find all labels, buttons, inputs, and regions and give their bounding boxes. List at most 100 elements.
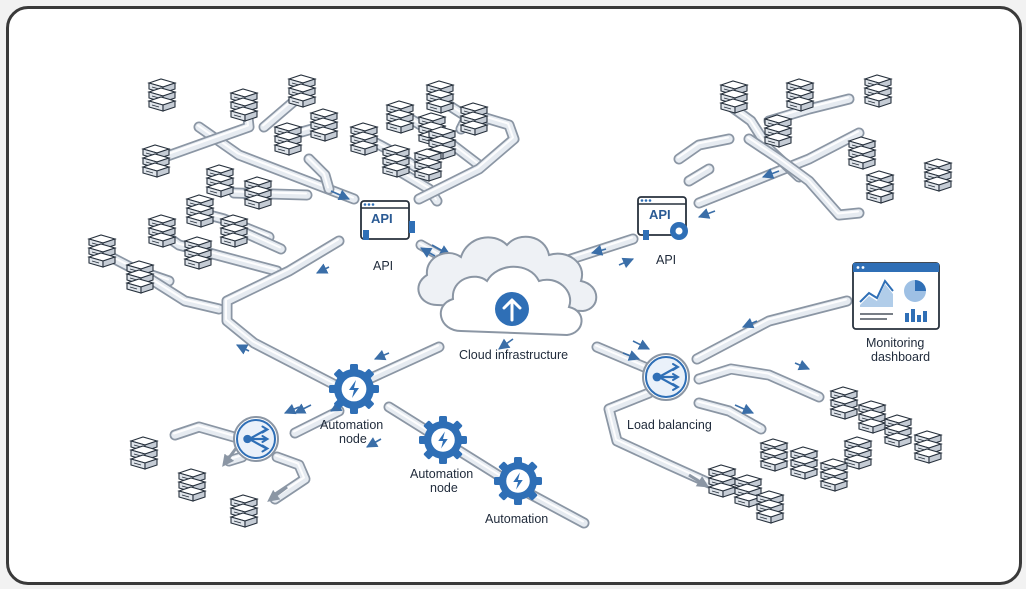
pipe-highlight: [293, 408, 339, 433]
server-unit-slot: [353, 148, 362, 152]
pipe-body: [685, 165, 713, 185]
server-stack-icon: [763, 114, 793, 148]
automation-node-3[interactable]: Automation: [485, 457, 548, 526]
server-stack-icon: [425, 80, 455, 114]
server-stack-icon: [829, 386, 859, 420]
server-unit-slot: [313, 134, 322, 138]
automation-node-1-label-line2: node: [339, 432, 367, 446]
flow-arrow-14: [741, 317, 758, 329]
server-stack-icon: [413, 148, 443, 182]
server-stack-icon: [819, 458, 849, 492]
pipe-highlight: [747, 136, 859, 215]
server-unit-side: [442, 148, 456, 160]
server-unit-side: [734, 102, 748, 114]
server-unit-side: [200, 216, 214, 228]
server-stack-icon: [205, 164, 235, 198]
server-unit-slot: [429, 106, 438, 110]
server-stack-icon: [843, 436, 873, 470]
infrastructure-diagram: Cloud infrastructure API API: [87, 74, 953, 529]
pipe-body: [693, 297, 851, 363]
pipe-12: [221, 235, 345, 393]
server-stack-icon: [229, 88, 259, 122]
server-unit-side: [192, 490, 206, 502]
server-stack-icon: [719, 80, 749, 114]
pipe-body: [605, 389, 713, 487]
server-unit-slot: [389, 126, 398, 130]
server-stack-icon: [243, 176, 273, 210]
server-unit-side: [858, 458, 872, 470]
server-unit-slot: [463, 128, 472, 132]
server-stack-icon: [759, 438, 789, 472]
server-unit-slot: [291, 100, 300, 104]
server-unit-side: [302, 96, 316, 108]
pipe-highlight: [142, 272, 219, 309]
flow-arrow-3: [420, 247, 436, 258]
server-unit-side: [198, 258, 212, 270]
servers-layer: [87, 74, 953, 528]
lb-hub: [652, 372, 662, 382]
automation-node-2[interactable]: Automation node: [410, 416, 473, 495]
lb-branch-arrow: [672, 363, 680, 371]
server-unit-slot: [861, 426, 870, 430]
server-unit-side: [804, 468, 818, 480]
flow-arrow-9: [590, 244, 607, 256]
pipe-19: [559, 233, 639, 267]
server-unit-side: [928, 452, 942, 464]
flow-arrow-big-1: [222, 446, 239, 467]
cloud-label: Cloud infrastructure: [459, 348, 568, 362]
server-unit-side: [440, 102, 454, 114]
server-unit-slot: [823, 484, 832, 488]
server-unit-slot: [233, 114, 242, 118]
pipe-20: [363, 341, 445, 385]
server-unit-side: [898, 436, 912, 448]
pipe-highlight: [307, 156, 329, 189]
flow-arrow-6: [373, 349, 390, 361]
flow-arrow-12: [697, 208, 716, 219]
automation-3-label: Automation: [485, 512, 548, 526]
server-unit-side: [938, 180, 952, 192]
api-gear-icon: [637, 196, 688, 240]
monitoring-label-line1: Monitoring: [866, 336, 924, 350]
server-stack-icon: [385, 100, 415, 134]
pipe-highlight: [607, 390, 709, 483]
server-unit-slot: [209, 190, 218, 194]
load-balancer-left[interactable]: [233, 416, 279, 462]
server-stack-icon: [129, 436, 159, 470]
server-stack-icon: [147, 214, 177, 248]
server-unit-side: [144, 458, 158, 470]
flow-arrow-13: [761, 168, 780, 179]
flow-arrow-5: [235, 344, 250, 355]
api-right-node[interactable]: API API: [637, 196, 688, 267]
monitoring-dashboard-node[interactable]: Monitoring dashboard: [852, 262, 940, 364]
lb-branch-arrow: [672, 373, 680, 381]
pipe-29: [691, 295, 853, 365]
pipe-body: [415, 109, 518, 203]
server-unit-slot: [187, 262, 196, 266]
server-unit-slot: [233, 520, 242, 524]
flow-arrow-4: [315, 263, 330, 274]
server-stack-icon: [857, 400, 887, 434]
load-balancing-label: Load balancing: [627, 418, 712, 432]
server-stack-icon: [183, 236, 213, 270]
lb-branch-arrow: [261, 444, 270, 453]
pipe-28: [683, 163, 715, 187]
lightning-bolt: [513, 472, 523, 490]
automation-node-1[interactable]: Automation node: [320, 364, 383, 446]
api-left-node[interactable]: API API: [360, 200, 415, 273]
pipe-highlight: [687, 166, 709, 181]
pipe-23: [673, 133, 735, 165]
server-unit-side: [428, 170, 442, 182]
flow-arrow-17: [283, 403, 300, 415]
server-stack-icon: [185, 194, 215, 228]
cloud-infrastructure-node[interactable]: Cloud infrastructure: [417, 235, 598, 362]
server-unit-side: [778, 136, 792, 148]
server-unit-side: [474, 124, 488, 136]
server-unit-slot: [759, 516, 768, 520]
pipe-11: [138, 269, 225, 315]
load-balancer-right[interactable]: Load balancing: [627, 353, 712, 432]
server-unit-slot: [917, 456, 926, 460]
server-unit-slot: [151, 104, 160, 108]
server-stack-icon: [733, 474, 763, 508]
server-stack-icon: [219, 214, 249, 248]
pipe-5: [303, 153, 335, 195]
